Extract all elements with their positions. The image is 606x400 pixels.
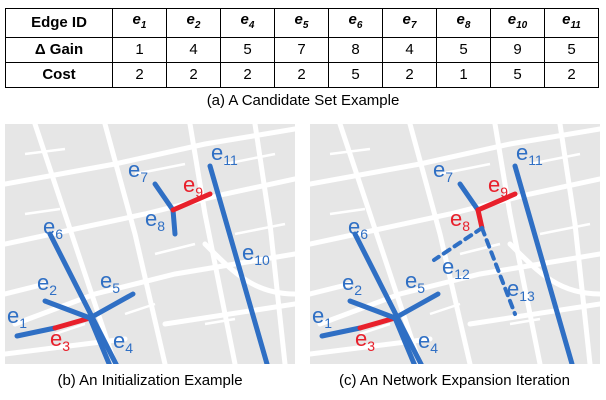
edge-e7 — [457, 181, 481, 213]
edge-e4 — [392, 315, 417, 364]
gain-cell: 8 — [328, 37, 383, 63]
gain-cell: 5 — [436, 37, 491, 63]
label-e1: e1 — [312, 303, 332, 331]
cost-cell: 5 — [490, 62, 545, 88]
header-edge: e8 — [436, 8, 491, 38]
minor-streets — [329, 147, 591, 336]
edge-e3 — [52, 315, 93, 331]
label-e4: e4 — [418, 328, 438, 356]
caption-c: (c) An Network Expansion Iteration — [339, 372, 570, 389]
edge-labels: e1 e2 e3 e4 e5 e6 e7 e8 e9 e10 e11 — [7, 140, 270, 356]
candidate-set-table: Edge ID e1 e2 e4 e5 e6 e7 e8 e10 e11 Δ G… — [5, 8, 599, 88]
map-network-expansion: e1 e2 e3 e4 e5 e6 e7 e8 e9 e11 e12 e13 — [310, 124, 600, 364]
label-e11: e11 — [211, 140, 238, 168]
row-label-cost: Cost — [5, 62, 113, 88]
cost-cell: 2 — [112, 62, 167, 88]
edge-e5 — [392, 291, 441, 321]
edge-e8 — [475, 207, 485, 231]
edge-e4 — [87, 315, 112, 364]
gain-cell: 4 — [382, 37, 437, 63]
minor-streets — [24, 147, 286, 336]
edge-e2 — [347, 298, 398, 321]
caption-b: (b) An Initialization Example — [57, 372, 243, 389]
table-row-gain: Δ Gain 1 4 5 7 8 4 5 9 5 — [5, 37, 599, 63]
label-e7: e7 — [128, 157, 148, 185]
network-edges — [14, 163, 270, 364]
edge-e13 — [480, 226, 517, 316]
header-edge: e10 — [490, 8, 545, 38]
network-edges — [319, 163, 575, 364]
header-edge-id: Edge ID — [5, 8, 113, 38]
label-e9: e9 — [488, 172, 508, 200]
header-edge: e11 — [544, 8, 599, 38]
label-e2: e2 — [342, 270, 362, 298]
edge-e9 — [170, 191, 213, 213]
header-edge: e2 — [166, 8, 221, 38]
label-e13: e13 — [507, 276, 535, 304]
edge-e6 — [352, 231, 424, 364]
edge-e6 — [47, 231, 119, 364]
cost-cell: 2 — [544, 62, 599, 88]
edge-e1 — [319, 325, 363, 339]
edge-e12 — [432, 226, 484, 262]
label-e8: e8 — [145, 206, 165, 234]
map-initialization: e1 e2 e3 e4 e5 e6 e7 e8 e9 e10 e11 — [5, 124, 295, 364]
header-edge: e4 — [220, 8, 275, 38]
gain-cell: 9 — [490, 37, 545, 63]
table-row-cost: Cost 2 2 2 2 5 2 1 5 2 — [5, 62, 599, 88]
label-e1: e1 — [7, 303, 27, 331]
gain-cell: 7 — [274, 37, 329, 63]
edge-labels: e1 e2 e3 e4 e5 e6 e7 e8 e9 e11 e12 e13 — [312, 140, 543, 356]
label-e6: e6 — [348, 214, 368, 242]
gain-cell: 4 — [166, 37, 221, 63]
label-e2: e2 — [37, 270, 57, 298]
label-e6: e6 — [43, 214, 63, 242]
header-edge: e6 — [328, 8, 383, 38]
caption-a: (a) A Candidate Set Example — [206, 92, 400, 109]
gain-cell: 1 — [112, 37, 167, 63]
edge-e11 — [512, 163, 575, 364]
label-e5: e5 — [100, 268, 120, 296]
label-e7: e7 — [433, 157, 453, 185]
table-header-row: Edge ID e1 e2 e4 e5 e6 e7 e8 e10 e11 — [5, 8, 599, 38]
edge-e1 — [14, 325, 58, 339]
cost-cell: 1 — [436, 62, 491, 88]
cost-cell: 2 — [274, 62, 329, 88]
label-e4: e4 — [113, 328, 133, 356]
header-edge: e7 — [382, 8, 437, 38]
label-e3: e3 — [355, 326, 375, 354]
gain-cell: 5 — [544, 37, 599, 63]
header-edge: e5 — [274, 8, 329, 38]
edge-e3 — [357, 315, 398, 331]
label-e5: e5 — [405, 268, 425, 296]
label-e9: e9 — [183, 172, 203, 200]
label-e3: e3 — [50, 326, 70, 354]
edge-e2 — [42, 298, 93, 321]
label-e8: e8 — [450, 206, 470, 234]
cost-cell: 2 — [382, 62, 437, 88]
edge-e7 — [152, 181, 176, 213]
label-e11: e11 — [516, 140, 543, 168]
row-label-gain: Δ Gain — [5, 37, 113, 63]
cost-cell: 5 — [328, 62, 383, 88]
label-e12: e12 — [442, 254, 470, 282]
edge-e8 — [170, 207, 178, 237]
gain-cell: 5 — [220, 37, 275, 63]
cost-cell: 2 — [166, 62, 221, 88]
cost-cell: 2 — [220, 62, 275, 88]
edge-e9 — [475, 191, 518, 213]
header-edge: e1 — [112, 8, 167, 38]
edge-e5 — [87, 291, 136, 321]
edge-e11 — [207, 163, 270, 364]
label-e10: e10 — [242, 240, 270, 268]
